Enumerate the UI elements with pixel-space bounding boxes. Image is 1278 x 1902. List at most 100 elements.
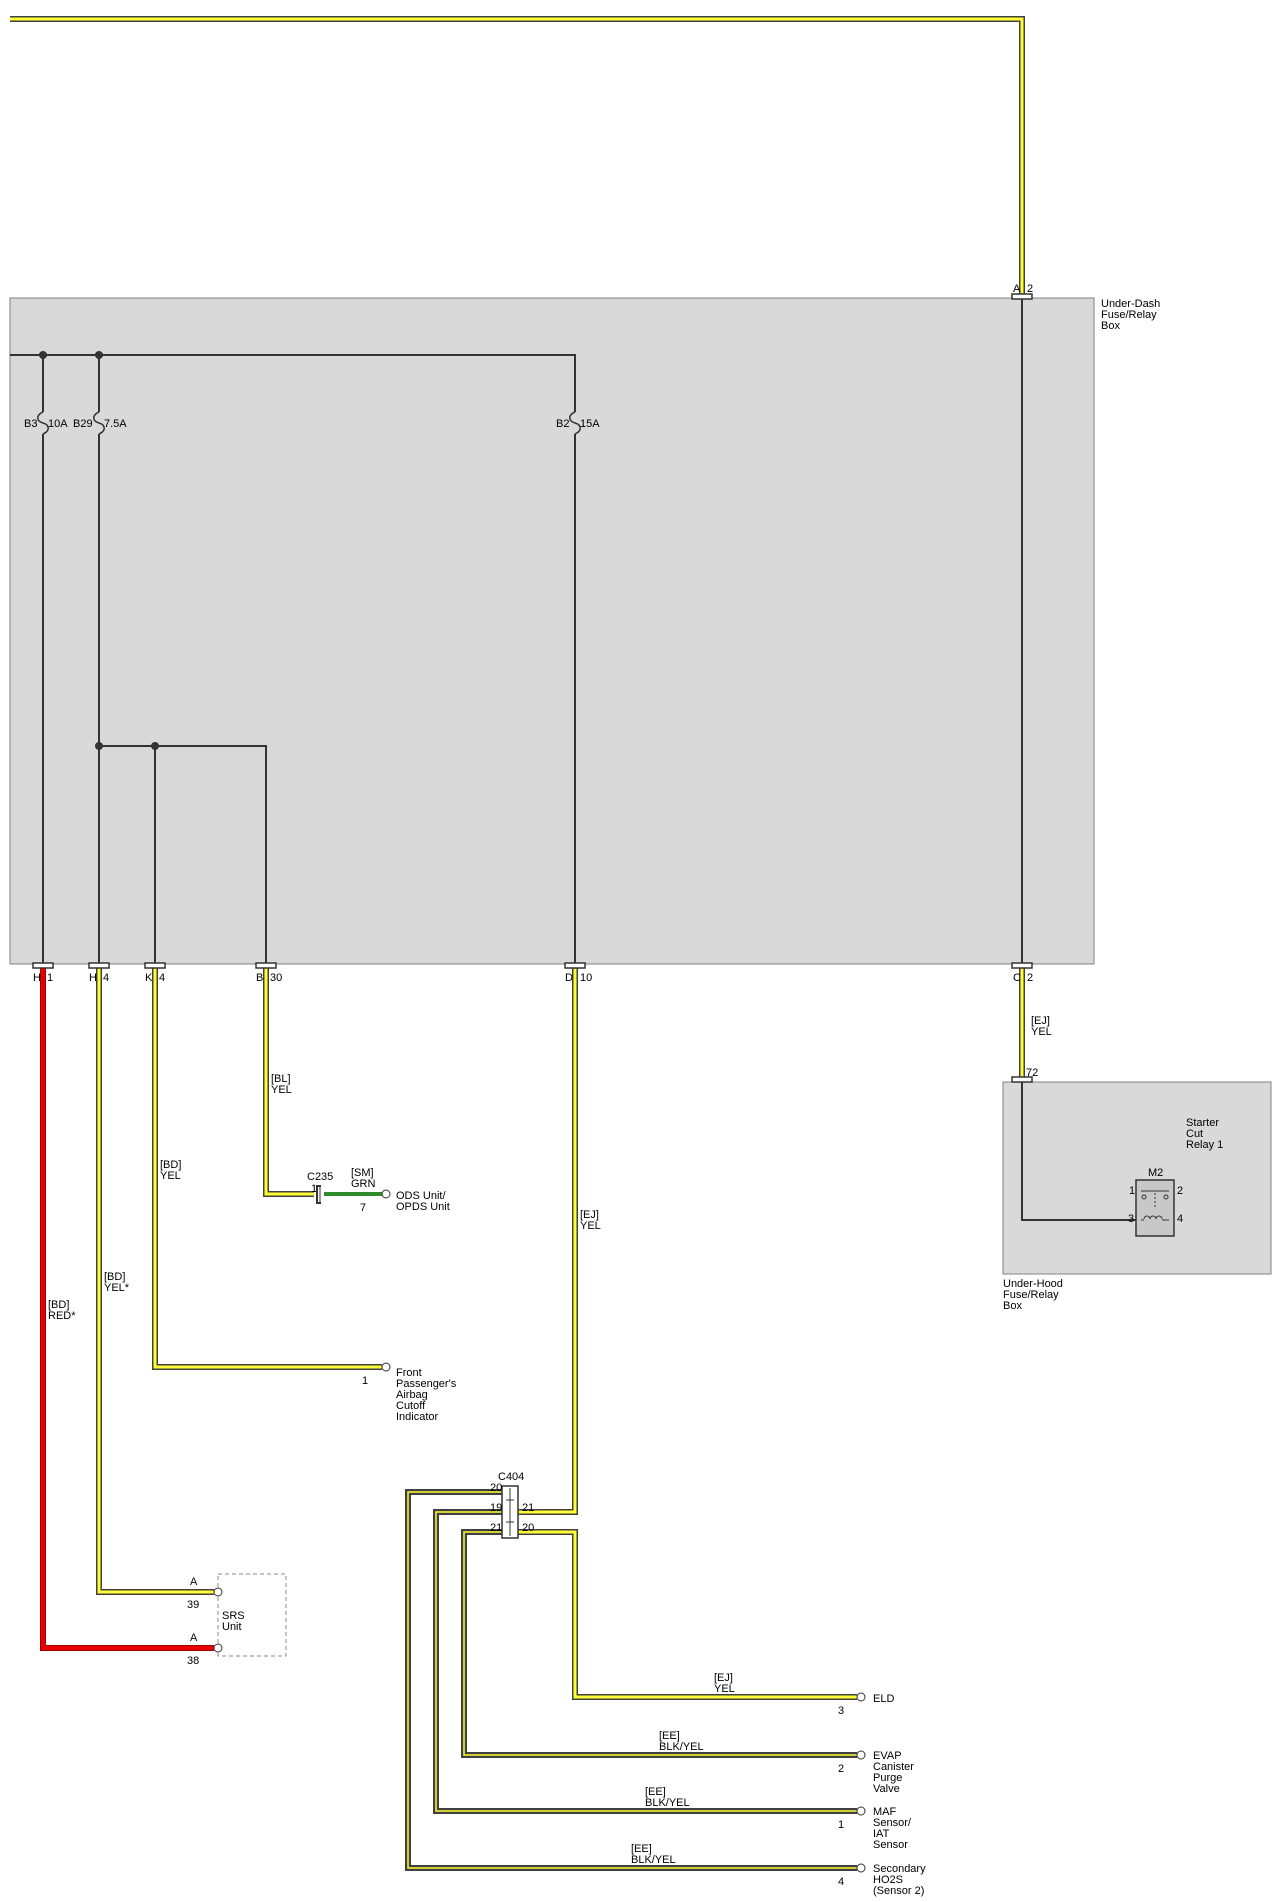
ho2s-label-line2: HO2S bbox=[873, 1874, 903, 1886]
relay-pin-72: 72 bbox=[1026, 1067, 1038, 1079]
ho2s-pin: 4 bbox=[838, 1876, 844, 1888]
c404-pin-20-left: 20 bbox=[490, 1482, 502, 1494]
c235-pin-1: 1 bbox=[311, 1183, 317, 1195]
wire-ho2s-code: [EE] bbox=[631, 1843, 652, 1855]
srs-pin-38: 38 bbox=[187, 1655, 199, 1667]
starter-cut-relay: 72 M2 1 2 3 4 bbox=[1026, 1067, 1183, 1237]
fuse-b2-id: B2 bbox=[556, 418, 569, 430]
relay-pin-1: 1 bbox=[1129, 1185, 1135, 1197]
airbag-label-line3: Airbag bbox=[396, 1389, 428, 1401]
maf-pin: 1 bbox=[838, 1819, 844, 1831]
under-dash-box-label: Under-Dash Fuse/Relay Box bbox=[1101, 298, 1160, 332]
relay-pin-2: 2 bbox=[1177, 1185, 1183, 1197]
terminal-k4-label: K 4 bbox=[145, 972, 165, 984]
wire-evap-color: BLK/YEL bbox=[659, 1741, 704, 1753]
wire-maf-color: BLK/YEL bbox=[645, 1797, 690, 1809]
evap-label-line3: Purge bbox=[873, 1772, 902, 1784]
terminal-h1-letter: H bbox=[33, 972, 41, 984]
wire-ods-code: [SM] bbox=[351, 1167, 374, 1179]
ho2s-label-line1: Secondary bbox=[873, 1863, 926, 1875]
maf-label-line4: Sensor bbox=[873, 1839, 908, 1851]
wire-label-evap: [EE] BLK/YEL bbox=[659, 1730, 704, 1753]
c235-name: C235 bbox=[307, 1171, 333, 1183]
wire-label-d10: [EJ] YEL bbox=[580, 1209, 601, 1232]
starter-relay-label-line2: Cut bbox=[1186, 1128, 1203, 1140]
fuse-b3-rating: 10A bbox=[48, 418, 68, 430]
black-yellow-wires bbox=[405, 1489, 857, 1871]
terminal-a2-label: A 2 bbox=[1013, 283, 1033, 295]
wire-label-h1: [BD] RED* bbox=[48, 1299, 76, 1322]
relay-pin-3: 3 bbox=[1128, 1213, 1134, 1225]
terminal-a2-pin: 2 bbox=[1027, 283, 1033, 295]
terminal-c2-pin: 2 bbox=[1027, 972, 1033, 984]
wire-label-k4: [BD] YEL bbox=[160, 1159, 181, 1182]
terminal-b30-label: B 30 bbox=[256, 972, 282, 984]
wire-eld-color: YEL bbox=[714, 1683, 735, 1695]
fuse-b29-id: B29 bbox=[73, 418, 93, 430]
wire-evap-code: [EE] bbox=[659, 1730, 680, 1742]
terminal-b30-pin: 30 bbox=[270, 972, 282, 984]
srs-letter-a-top: A bbox=[190, 1576, 198, 1588]
ods-label-line1: ODS Unit/ bbox=[396, 1190, 446, 1202]
terminal-d10-pin: 10 bbox=[580, 972, 592, 984]
evap-label-line2: Canister bbox=[873, 1761, 914, 1773]
fuse-b29: B29 7.5A bbox=[73, 411, 127, 435]
under-hood-label-line3: Box bbox=[1003, 1300, 1022, 1312]
wire-ods-color: GRN bbox=[351, 1178, 376, 1190]
under-hood-fuse-relay-box bbox=[1002, 1081, 1272, 1275]
starter-relay-label-line3: Relay 1 bbox=[1186, 1139, 1223, 1151]
under-hood-label-line2: Fuse/Relay bbox=[1003, 1289, 1059, 1301]
c404-pin-20-right: 20 bbox=[522, 1522, 534, 1534]
c404-name: C404 bbox=[498, 1471, 524, 1483]
airbag-label-line4: Cutoff bbox=[396, 1400, 426, 1412]
connector-c235: C235 1 bbox=[307, 1171, 333, 1204]
wire-label-eld: [EJ] YEL bbox=[714, 1672, 735, 1695]
wire-eld-code: [EJ] bbox=[714, 1672, 733, 1684]
terminal-h4-letter: H bbox=[89, 972, 97, 984]
wire-label-h4: [BD] YEL* bbox=[104, 1271, 130, 1294]
wire-label-ods: [SM] GRN bbox=[351, 1167, 376, 1190]
terminal-b30-letter: B bbox=[256, 972, 263, 984]
yellow-wires bbox=[10, 16, 1025, 1700]
srs-letter-a-bottom: A bbox=[190, 1632, 198, 1644]
under-dash-label-line3: Box bbox=[1101, 320, 1120, 332]
eld-pin: 3 bbox=[838, 1705, 844, 1717]
wire-label-ho2s: [EE] BLK/YEL bbox=[631, 1843, 676, 1866]
wire-k4-code: [BD] bbox=[160, 1159, 181, 1171]
terminal-k4-letter: K bbox=[145, 972, 153, 984]
c404-pin-21-left: 21 bbox=[490, 1522, 502, 1534]
front-passenger-airbag-cutoff-indicator: Front Passenger's Airbag Cutoff Indicato… bbox=[362, 1367, 457, 1423]
fuse-b2-rating: 15A bbox=[580, 418, 600, 430]
wire-d10-color: YEL bbox=[580, 1220, 601, 1232]
under-dash-label-line2: Fuse/Relay bbox=[1101, 309, 1157, 321]
wire-d10-code: [EJ] bbox=[580, 1209, 599, 1221]
wire-k4-color: YEL bbox=[160, 1170, 181, 1182]
under-dash-label-line1: Under-Dash bbox=[1101, 298, 1160, 310]
wire-maf-code: [EE] bbox=[645, 1786, 666, 1798]
ods-label-line2: OPDS Unit bbox=[396, 1201, 450, 1213]
relay-pin-4: 4 bbox=[1177, 1213, 1183, 1225]
fuse-b3-id: B3 bbox=[24, 418, 37, 430]
maf-label-line2: Sensor/ bbox=[873, 1817, 912, 1829]
terminal-h4-label: H 4 bbox=[89, 972, 109, 984]
wire-label-c2-relay: [EJ] YEL bbox=[1031, 1015, 1052, 1038]
evap-label-line1: EVAP bbox=[873, 1750, 902, 1762]
wire-h1-color: RED* bbox=[48, 1310, 76, 1322]
airbag-pin: 1 bbox=[362, 1375, 368, 1387]
wire-c2-color: YEL bbox=[1031, 1026, 1052, 1038]
maf-label-line1: MAF bbox=[873, 1806, 897, 1818]
secondary-ho2s-sensor: Secondary HO2S (Sensor 2) 4 bbox=[838, 1863, 926, 1897]
terminal-h1-label: H 1 bbox=[33, 972, 53, 984]
c404-pin-21-right: 21 bbox=[522, 1502, 534, 1514]
terminal-c2-label: C 2 bbox=[1013, 972, 1033, 984]
ho2s-label-line3: (Sensor 2) bbox=[873, 1885, 924, 1897]
wire-c2-code: [EJ] bbox=[1031, 1015, 1050, 1027]
evap-label-line4: Valve bbox=[873, 1783, 900, 1795]
terminal-c2-letter: C bbox=[1013, 972, 1021, 984]
terminal-k4-pin: 4 bbox=[159, 972, 165, 984]
under-hood-box-label: Under-Hood Fuse/Relay Box bbox=[1003, 1278, 1063, 1312]
fuse-b29-rating: 7.5A bbox=[104, 418, 127, 430]
internal-wires bbox=[10, 298, 1136, 1221]
airbag-label-line1: Front bbox=[396, 1367, 422, 1379]
terminal-h1-pin: 1 bbox=[47, 972, 53, 984]
